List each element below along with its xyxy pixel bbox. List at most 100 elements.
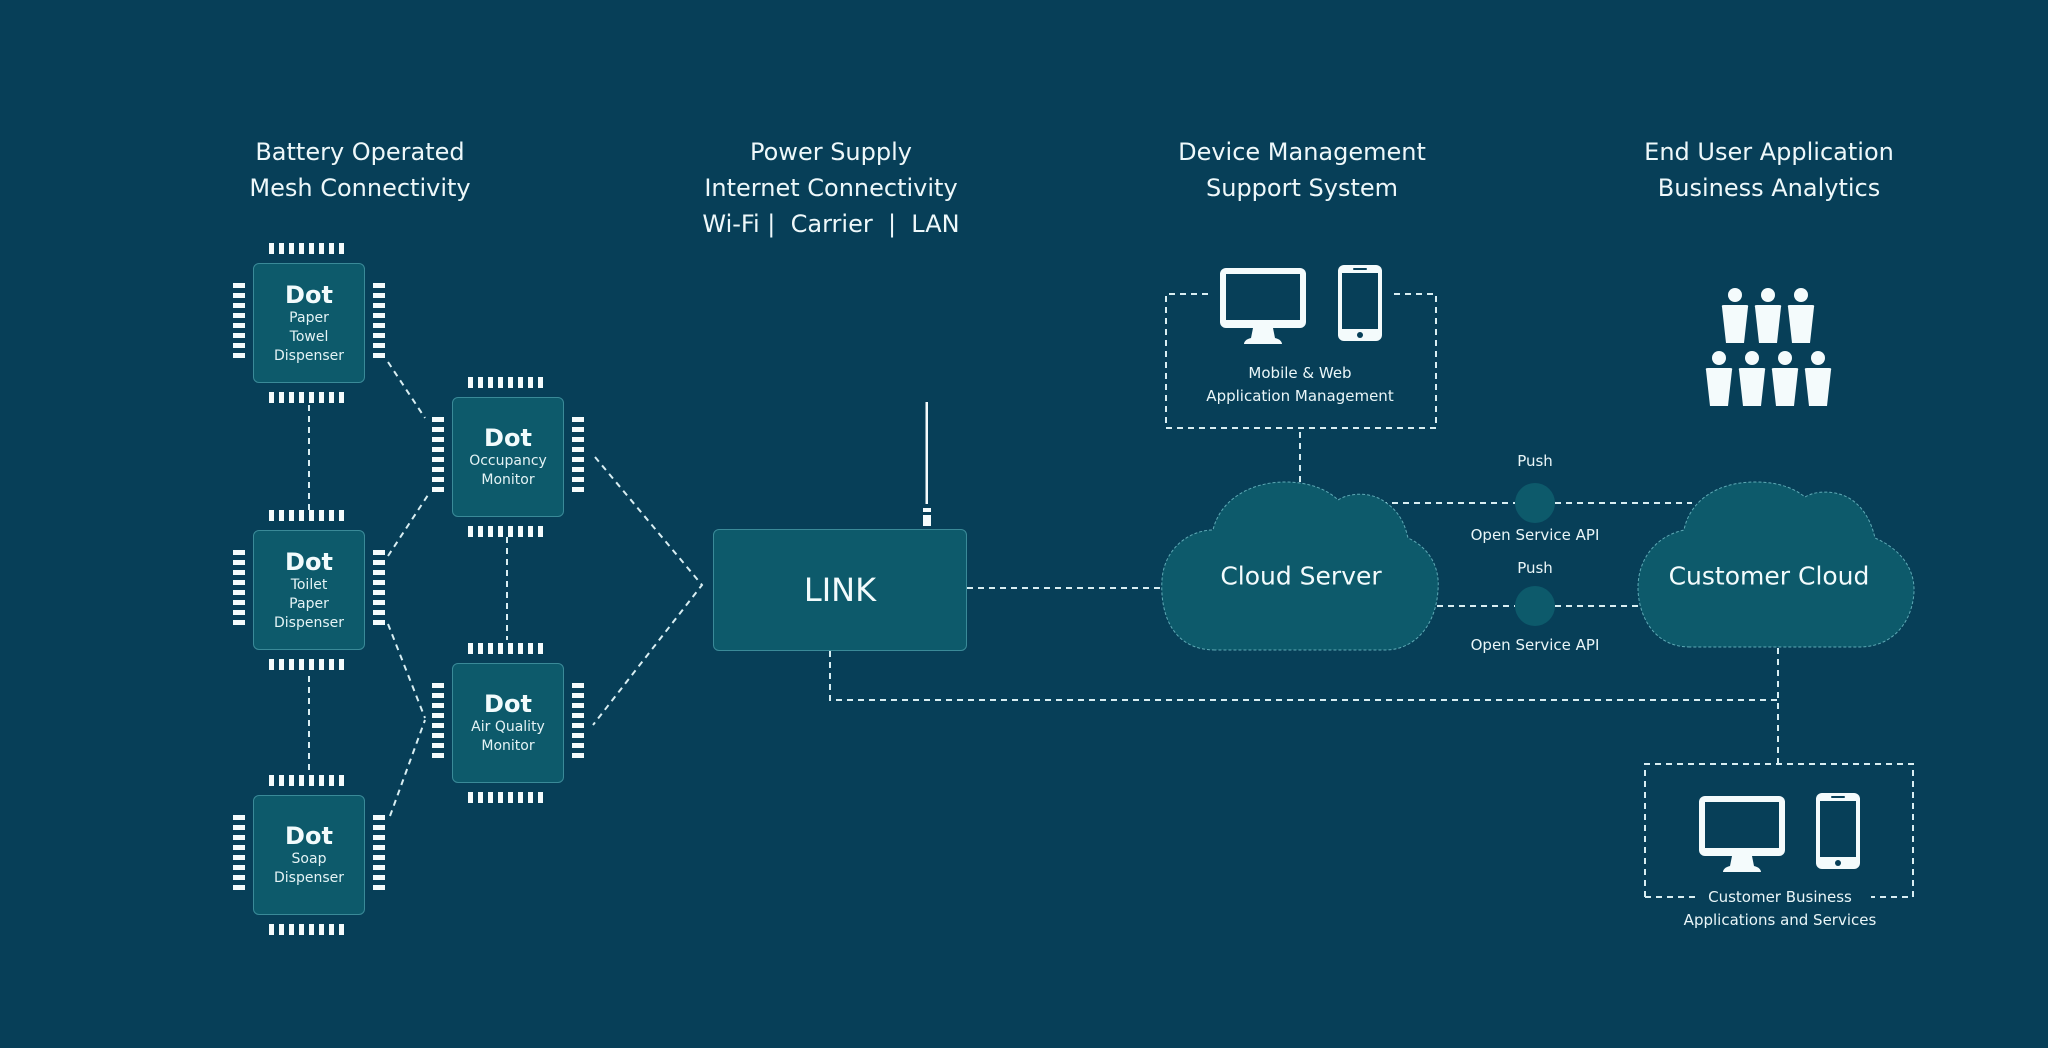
api-1-bottom-label: Open Service API bbox=[1470, 526, 1600, 544]
api-1-top-label: Push bbox=[1517, 452, 1553, 470]
user-body bbox=[1804, 368, 1832, 406]
chip-pins bbox=[468, 526, 543, 537]
chip-pins bbox=[432, 683, 444, 758]
chip-subtitle: Dispenser bbox=[274, 870, 344, 886]
smartphone-icon bbox=[1338, 265, 1382, 341]
chip-pins bbox=[269, 659, 344, 670]
customer-cloud-label[interactable]: Customer Cloud bbox=[1668, 561, 1870, 591]
mgmt-box-label: Mobile & Web Application Management bbox=[1206, 362, 1393, 408]
user-body bbox=[1771, 368, 1799, 406]
heading-mesh-line-1: Battery Operated bbox=[255, 138, 465, 166]
mgmt-box-border bbox=[1165, 293, 1437, 429]
link-toilet-airquality bbox=[387, 623, 426, 719]
chip-subtitle: Dispenser bbox=[274, 347, 344, 364]
cloud-server-label[interactable]: Cloud Server bbox=[1220, 561, 1382, 591]
user-body bbox=[1721, 305, 1749, 343]
antenna-icon bbox=[923, 402, 931, 526]
chip-subtitle: Toilet bbox=[290, 576, 328, 593]
heading-gateway-line-1: Power Supply bbox=[750, 138, 912, 166]
chip-pins bbox=[233, 815, 245, 890]
chip-pins bbox=[233, 550, 245, 625]
chip-pins bbox=[572, 683, 584, 758]
chip-pins bbox=[468, 377, 543, 388]
chip-title: Dot bbox=[285, 822, 333, 850]
chip-subtitle: Paper bbox=[289, 309, 329, 326]
chip-subtitle: Paper bbox=[289, 595, 329, 612]
user-head bbox=[1728, 288, 1742, 302]
user-head bbox=[1745, 351, 1759, 365]
mgmt-box-label-line-2: Application Management bbox=[1206, 387, 1394, 405]
chip-subtitle: Monitor bbox=[481, 472, 535, 488]
chip-pins bbox=[373, 550, 385, 625]
apps-box-label-line-1: Customer Business bbox=[1708, 888, 1852, 906]
user-head bbox=[1761, 288, 1775, 302]
chip-subtitle: Monitor bbox=[481, 738, 535, 754]
heading-mesh-line-2: Mesh Connectivity bbox=[249, 174, 471, 202]
heading-end-user: End User Application Business Analytics bbox=[1644, 134, 1894, 206]
user-body bbox=[1787, 305, 1815, 343]
user-head bbox=[1794, 288, 1808, 302]
api-1-node[interactable] bbox=[1515, 483, 1555, 523]
chip-pins bbox=[269, 775, 344, 786]
apps-box-label-line-2: Applications and Services bbox=[1683, 911, 1877, 929]
chip-pins bbox=[269, 392, 344, 403]
chip-pins bbox=[233, 283, 245, 358]
user-head bbox=[1811, 351, 1825, 365]
api-2-node[interactable] bbox=[1515, 586, 1555, 626]
chip-pins bbox=[269, 510, 344, 521]
chip-pins bbox=[269, 924, 344, 935]
user-body bbox=[1754, 305, 1782, 343]
customer-cloud-shape bbox=[1637, 481, 1915, 648]
desktop-monitor-icon bbox=[1220, 268, 1306, 344]
heading-end-user-line-2: Business Analytics bbox=[1657, 174, 1881, 202]
chip-title: Dot bbox=[484, 690, 532, 718]
user-body bbox=[1705, 368, 1733, 406]
link-towel-occupancy bbox=[387, 361, 426, 419]
mgmt-box-label-line-1: Mobile & Web bbox=[1248, 364, 1352, 382]
chip-title: Dot bbox=[285, 547, 333, 576]
chip-pins bbox=[373, 283, 385, 358]
heading-device-mgmt: Device Management Support System bbox=[1178, 134, 1426, 206]
api-2-top-label: Push bbox=[1517, 559, 1553, 577]
heading-device-mgmt-line-1: Device Management bbox=[1178, 138, 1426, 166]
heading-device-mgmt-line-2: Support System bbox=[1206, 174, 1398, 202]
link-toilet-occupancy bbox=[387, 494, 429, 557]
link-mid-to-gateway bbox=[592, 456, 704, 726]
chip-pins bbox=[572, 417, 584, 492]
chip-pins bbox=[269, 243, 344, 254]
link-gateway-customer bbox=[829, 651, 1778, 701]
heading-mesh: Battery Operated Mesh Connectivity bbox=[249, 134, 470, 206]
heading-gateway: Power Supply Internet Connectivity Wi-Fi… bbox=[702, 134, 959, 242]
heading-end-user-line-1: End User Application bbox=[1644, 138, 1894, 166]
link-soap-airquality bbox=[389, 719, 426, 817]
chip-subtitle: Dispenser bbox=[274, 614, 344, 631]
heading-gateway-line-2: Internet Connectivity bbox=[704, 174, 958, 202]
chip-pins bbox=[468, 792, 543, 803]
api-2-bottom-label: Open Service API bbox=[1470, 636, 1600, 654]
link-gateway-label: LINK bbox=[803, 571, 877, 609]
desktop-monitor-icon bbox=[1699, 796, 1785, 872]
user-head bbox=[1778, 351, 1792, 365]
user-head bbox=[1712, 351, 1726, 365]
heading-gateway-line-3: Wi-Fi | Carrier | LAN bbox=[702, 210, 960, 238]
cloud-server-shape bbox=[1161, 481, 1439, 651]
link-gateway[interactable]: LINK bbox=[713, 529, 967, 651]
chip-pins bbox=[373, 815, 385, 890]
apps-box-border bbox=[1644, 763, 1914, 898]
chip-subtitle: Air Quality bbox=[471, 719, 545, 735]
chip-title: Dot bbox=[484, 424, 532, 452]
apps-box-label: Customer Business Applications and Servi… bbox=[1684, 886, 1877, 932]
users-group-icon bbox=[1705, 288, 1832, 406]
chip-subtitle: Occupancy bbox=[469, 453, 547, 469]
chip-pins bbox=[468, 643, 543, 654]
smartphone-icon bbox=[1816, 793, 1860, 869]
chip-subtitle: Towel bbox=[289, 328, 329, 345]
user-body bbox=[1738, 368, 1766, 406]
chip-subtitle: Soap bbox=[291, 851, 327, 867]
